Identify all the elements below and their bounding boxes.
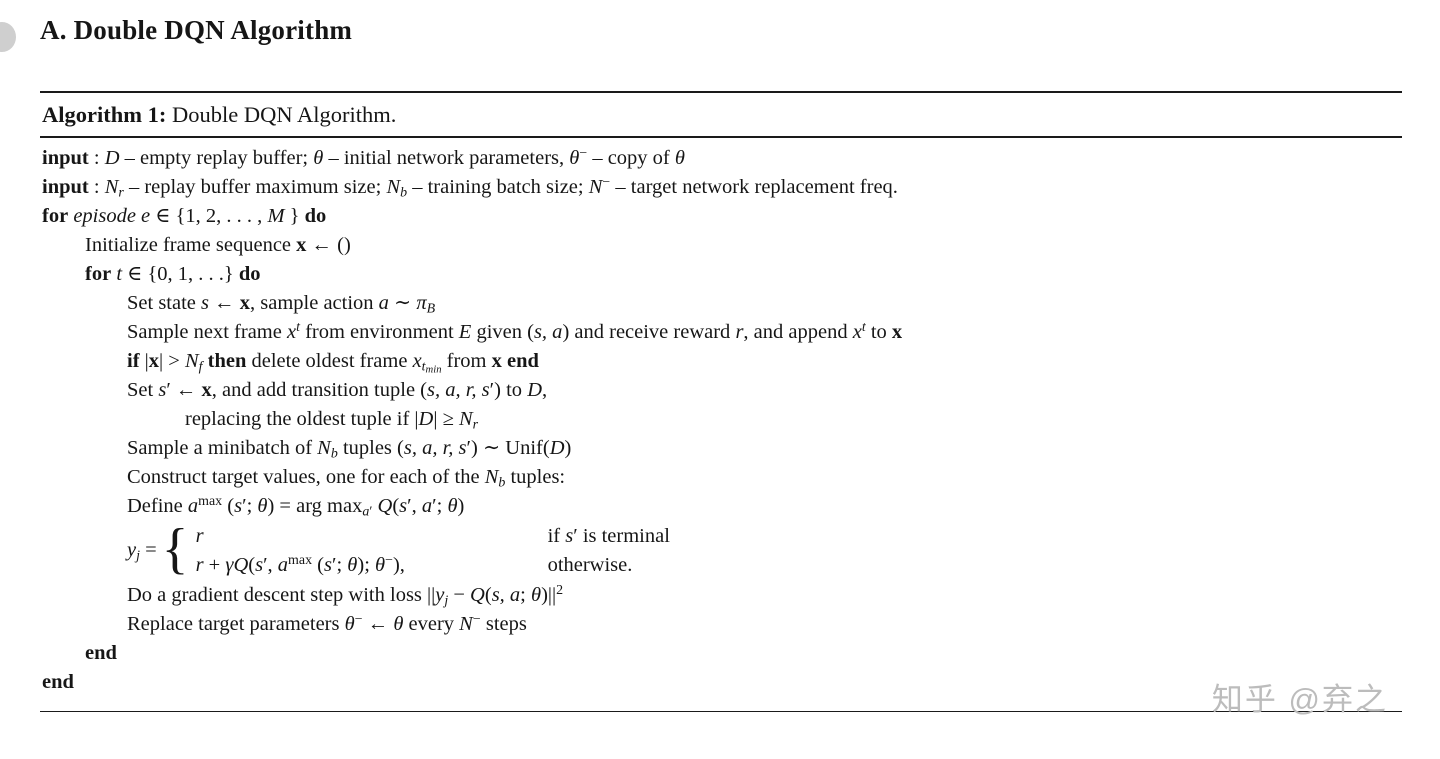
- algo-line-init-sequence: Initialize frame sequence x ← (): [85, 233, 351, 256]
- algo-line-add-transition: Set s′ ← x, and add transition tuple (s,…: [127, 378, 548, 401]
- algo-line-define-argmax: Define amax (s′; θ) = arg maxa′ Q(s′, a′…: [127, 493, 465, 519]
- algo-line-input-2: input : Nr – replay buffer maximum size;…: [42, 174, 898, 200]
- algo-line-input-1: input : D – empty replay buffer; θ – ini…: [42, 145, 685, 169]
- algo-line-sample-frame: Sample next frame xt from environment E …: [127, 319, 903, 343]
- algorithm-caption: Algorithm 1: Double DQN Algorithm.: [42, 93, 1440, 136]
- algo-line-for-t: for t ∈ {0, 1, . . .} do: [85, 262, 261, 285]
- algorithm-bottom-rule: [40, 710, 1402, 712]
- algo-line-replace-target: Replace target parameters θ− ← θ every N…: [127, 611, 527, 635]
- algo-line-sample-batch: Sample a minibatch of Nb tuples (s, a, r…: [127, 436, 572, 461]
- cases-formula-otherwise: r + γQ(s′, amax (s′; θ); θ−),: [195, 552, 405, 576]
- algo-line-set-state: Set state s ← x, sample action a ∼ πB: [127, 291, 436, 316]
- algorithm-caption-title: Double DQN Algorithm.: [166, 102, 397, 127]
- algo-line-end-outer: end: [42, 670, 74, 693]
- algo-line-delete-frame: if |x| > Nf then delete oldest frame xtm…: [127, 349, 539, 375]
- algorithm-body: input : D – empty replay buffer; θ – ini…: [42, 144, 1440, 697]
- algo-line-construct: Construct target values, one for each of…: [127, 465, 566, 490]
- algo-line-replace-oldest: replacing the oldest tuple if |D| ≥ Nr: [185, 407, 479, 432]
- section-title: A. Double DQN Algorithm: [40, 15, 353, 45]
- algo-line-for-episode: for episode e ∈ {1, 2, . . . , M } do: [42, 204, 327, 227]
- cases-cond-otherwise: otherwise.: [547, 553, 633, 576]
- cases-rows: r if s′ is terminal r + γQ(s′, amax (s′;…: [196, 522, 670, 580]
- cases-cond-terminal: if s′ is terminal: [547, 524, 670, 547]
- page: A. Double DQN Algorithm Algorithm 1: Dou…: [0, 14, 1440, 759]
- algorithm-top-rule: [40, 91, 1402, 93]
- left-edge-artifact: [0, 22, 16, 52]
- algo-cases-equation: yj = { r if s′ is terminal r + γQ(s′, am…: [127, 521, 1440, 581]
- algorithm-caption-label: Algorithm 1:: [42, 102, 167, 127]
- cases-row-terminal: r if s′ is terminal: [196, 522, 670, 551]
- cases-formula-terminal: r: [195, 524, 204, 547]
- algo-line-end-inner: end: [85, 641, 117, 664]
- cases-row-otherwise: r + γQ(s′, amax (s′; θ); θ−), otherwise.: [196, 551, 670, 580]
- cases-lhs: yj =: [127, 539, 157, 564]
- left-brace-glyph: {: [161, 517, 189, 580]
- algo-line-gradient-step: Do a gradient descent step with loss ||y…: [127, 582, 564, 608]
- watermark: 知乎 @弃之: [1211, 682, 1388, 717]
- algorithm-caption-rule: [40, 136, 1402, 138]
